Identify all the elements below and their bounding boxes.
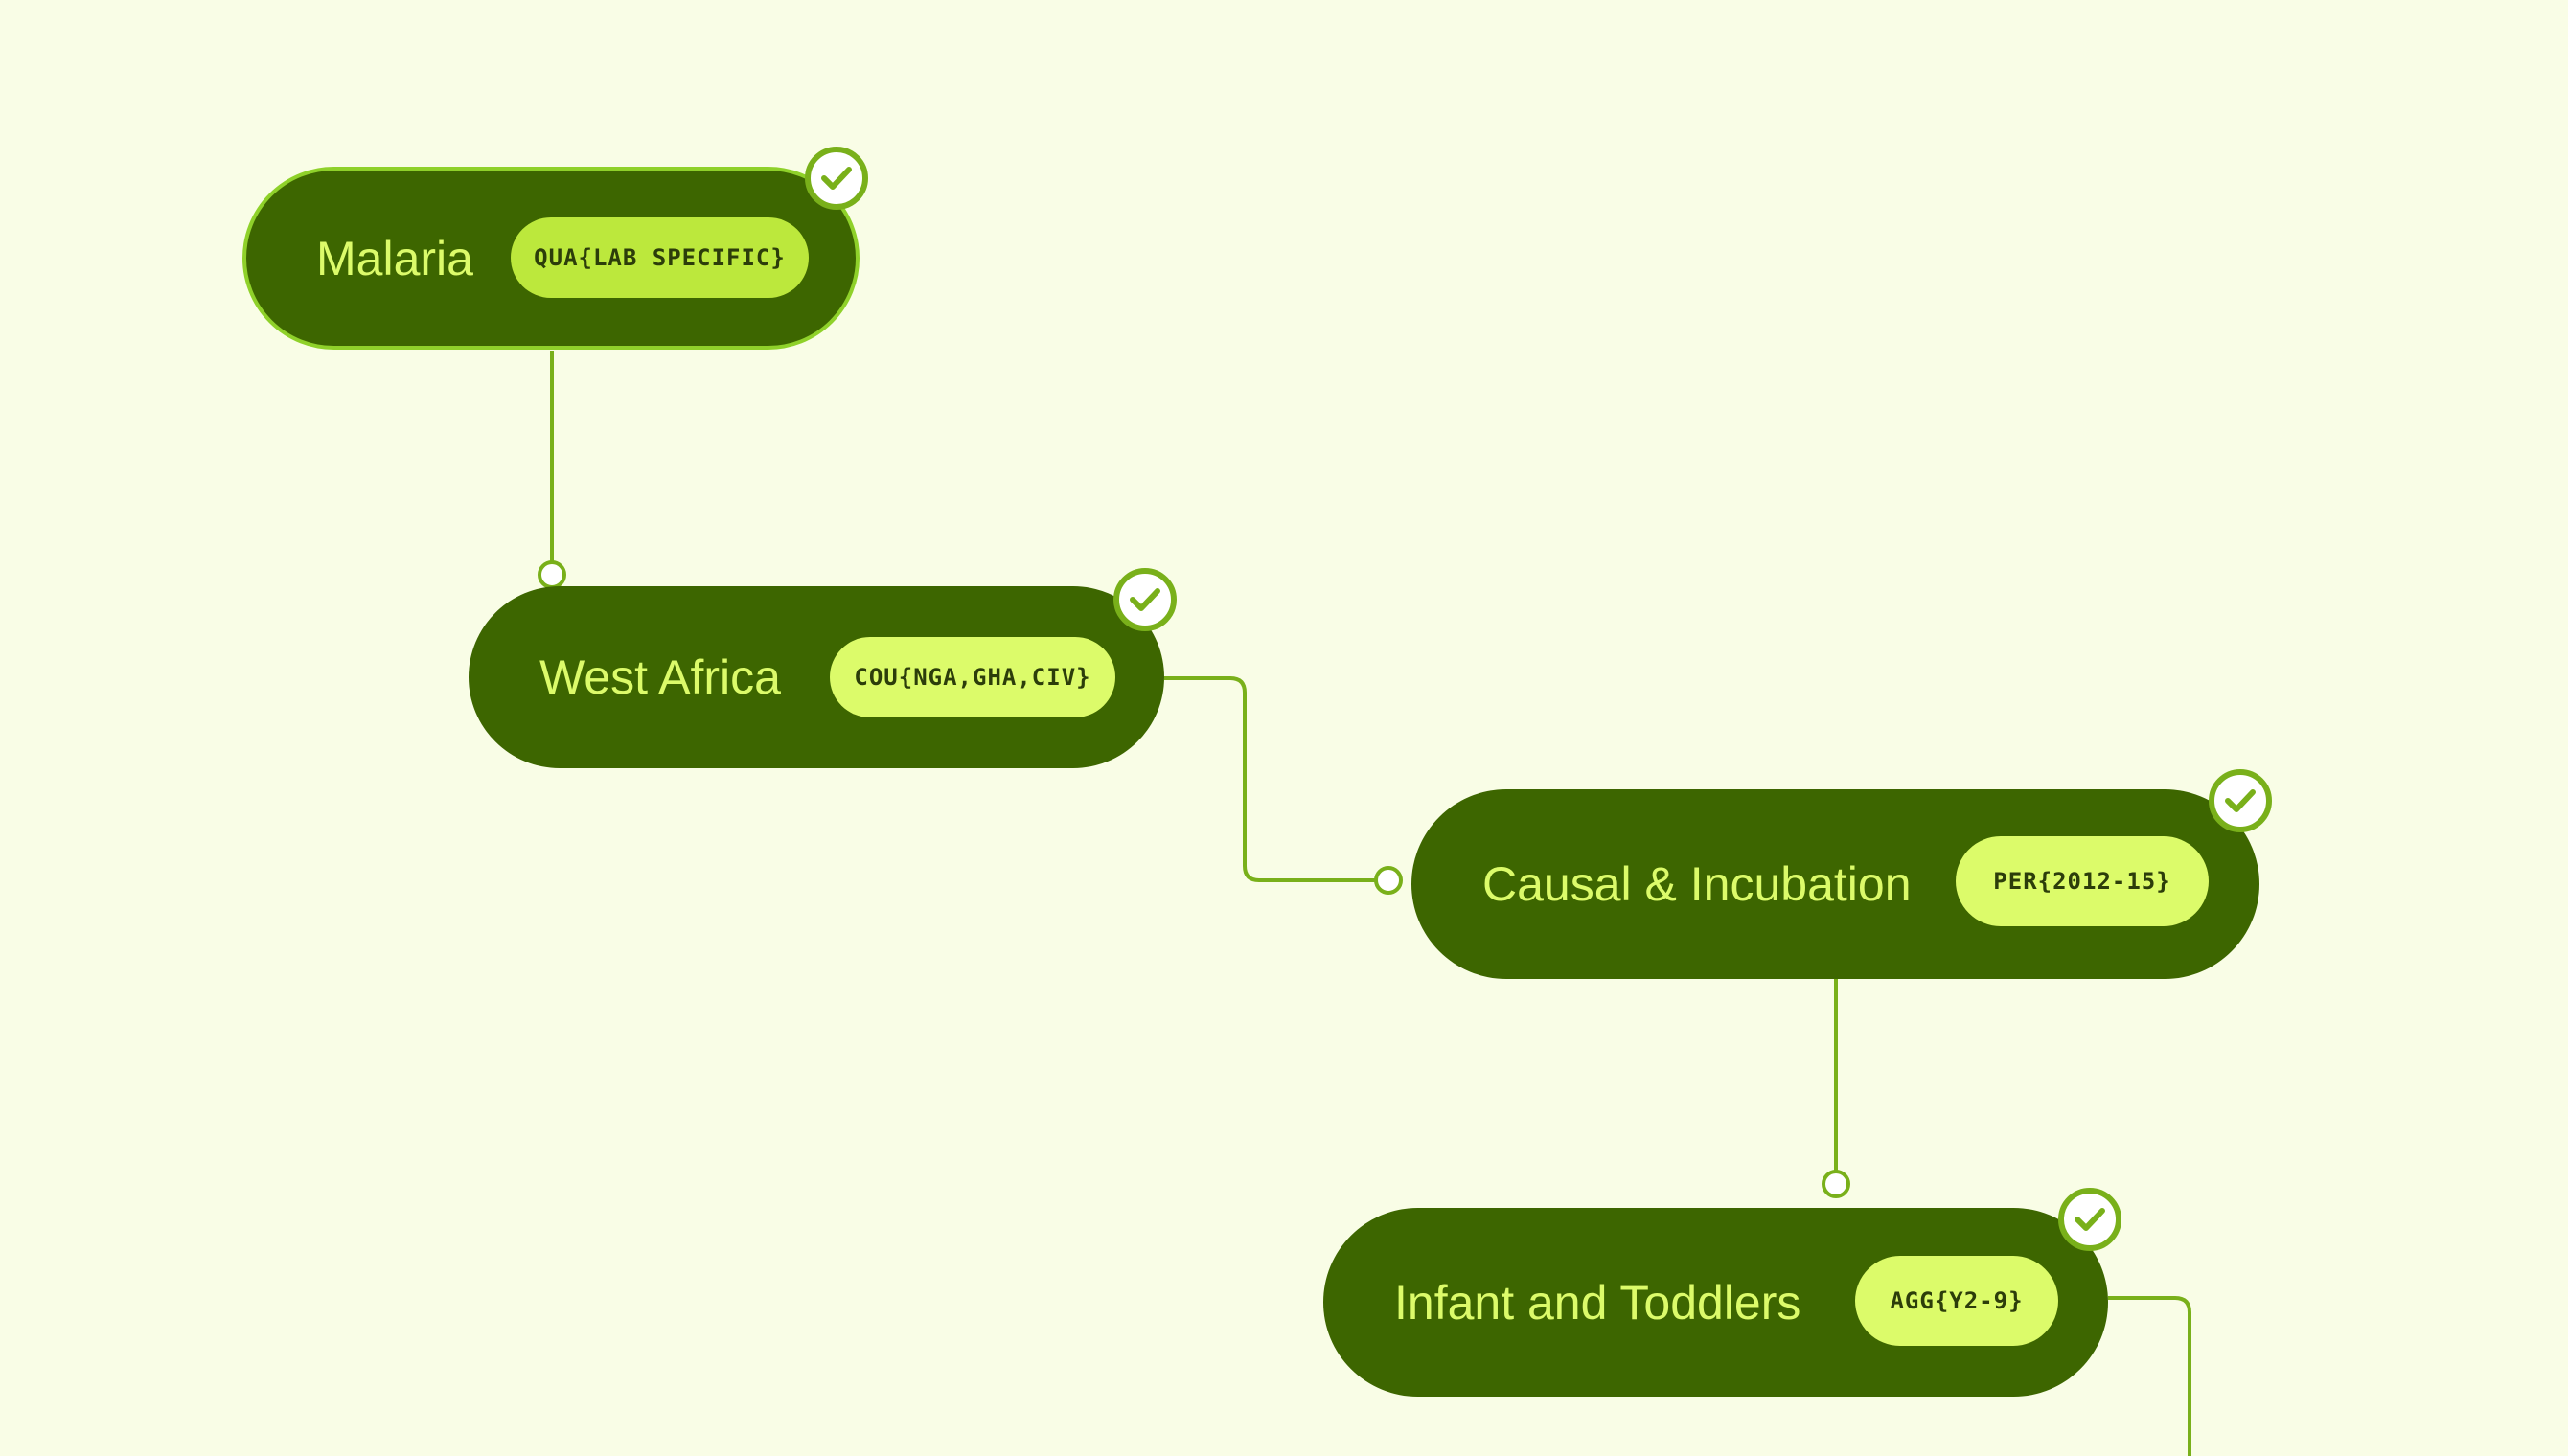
node-label: West Africa xyxy=(539,650,781,704)
port-causal-in xyxy=(1374,866,1403,895)
check-icon xyxy=(2209,769,2272,832)
node-infant-toddlers[interactable]: Infant and Toddlers AGG{Y2-9} xyxy=(1323,1208,2108,1397)
check-icon xyxy=(2058,1188,2121,1251)
port-west-africa-in xyxy=(538,560,566,589)
node-causal-incubation[interactable]: Causal & Incubation PER{2012-15} xyxy=(1411,789,2259,979)
node-label: Infant and Toddlers xyxy=(1394,1275,1801,1330)
node-west-africa[interactable]: West Africa COU{NGA,GHA,CIV} xyxy=(469,586,1164,768)
link-infant-next xyxy=(2108,1296,2191,1456)
check-icon xyxy=(805,147,868,210)
node-tag: COU{NGA,GHA,CIV} xyxy=(830,637,1115,717)
node-label: Malaria xyxy=(316,231,473,285)
node-tag: QUA{LAB SPECIFIC} xyxy=(511,217,809,298)
port-infant-in xyxy=(1822,1170,1850,1198)
node-label: Causal & Incubation xyxy=(1482,857,1912,911)
node-malaria[interactable]: Malaria QUA{LAB SPECIFIC} xyxy=(242,167,860,350)
node-tag: PER{2012-15} xyxy=(1956,836,2209,926)
link-west-africa-causal xyxy=(1164,676,1375,882)
check-icon xyxy=(1113,568,1177,631)
node-tag: AGG{Y2-9} xyxy=(1855,1256,2058,1346)
